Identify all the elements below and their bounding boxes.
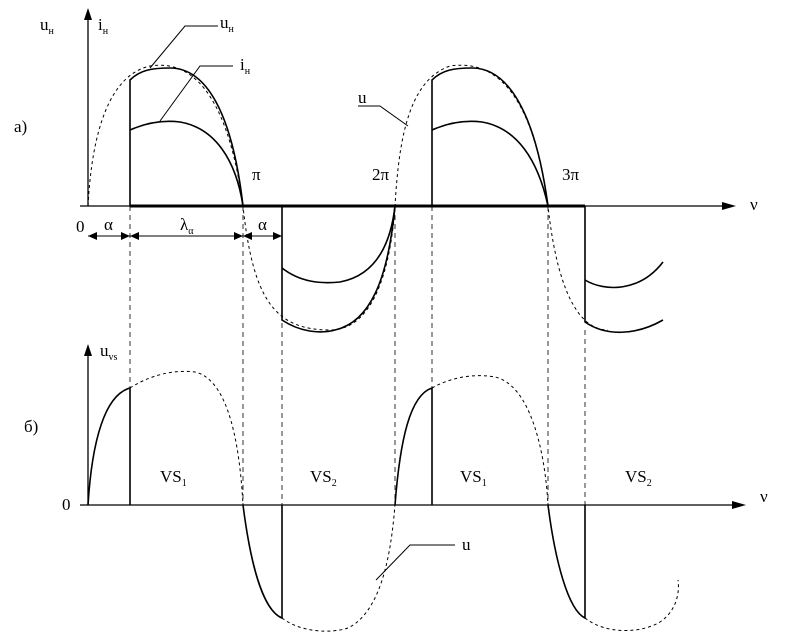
interval-label-vs2: VS2 [310, 467, 337, 489]
vs-voltage-rise-2 [394, 386, 433, 506]
alpha-interval-label: α [104, 215, 113, 234]
alpha-arrow-icon [88, 232, 97, 240]
panel-b-label: б) [24, 417, 38, 436]
panel-a-label: а) [14, 117, 27, 136]
panel-a-y-arrow-icon [84, 8, 92, 20]
tick-3pi: 3π [562, 165, 580, 184]
panel-a-source-voltage-u [87, 64, 609, 331]
interval-label-vs1: VS1 [160, 467, 187, 489]
panel-a-y-label-i: iн [98, 15, 109, 37]
alpha2-arrow-icon [273, 232, 282, 240]
panel-b-source-voltage-u-2 [431, 375, 549, 506]
vs-voltage-neg-2 [547, 504, 586, 620]
alpha2-interval-label: α [258, 215, 267, 234]
panel-a-y-label-u: uн [40, 15, 55, 37]
panel-b-source-voltage-u [129, 370, 244, 506]
panel-b-x-axis-symbol: ν [760, 487, 768, 506]
un-leader-line [149, 25, 218, 69]
panel-a-load-voltage-un-neg-2 [584, 206, 664, 334]
vs-voltage-rise-1 [87, 386, 131, 506]
source-u-leader-line [358, 105, 409, 127]
alpha-arrow-icon [121, 232, 130, 240]
panel-b-source-voltage-u-neg-2 [584, 579, 679, 631]
interval-label-vs2: VS2 [625, 467, 652, 489]
panel-a-x-axis-symbol: ν [750, 195, 758, 214]
panel-b: б) uvs 0 ν VS1 VS2 VS1 VS2 u [24, 341, 768, 632]
in-leader-line [159, 65, 233, 122]
interval-label-vs1: VS1 [460, 467, 487, 489]
panel-a: а) uн iн uн iн u ν 0 π 2π 3π α λα α [14, 8, 758, 505]
panel-a-load-current-in-neg-2 [584, 261, 664, 289]
tick-pi: π [252, 165, 261, 184]
panel-a-x-arrow-icon [722, 202, 736, 210]
panel-b-source-u-leader-line [375, 544, 455, 581]
panel-b-y-label: uvs [100, 341, 118, 363]
panel-b-x-arrow-icon [732, 501, 746, 509]
un-curve-label: uн [220, 13, 235, 35]
source-u-label: u [358, 88, 367, 107]
panel-a-load-voltage-un-1 [129, 67, 244, 207]
panel-a-load-voltage-un-2 [431, 67, 549, 207]
panel-b-y-arrow-icon [84, 344, 92, 356]
in-curve-label: iн [240, 55, 251, 77]
panel-b-source-voltage-u-neg [281, 504, 396, 632]
vs-voltage-neg-1 [242, 504, 283, 620]
panel-b-origin: 0 [62, 495, 71, 514]
panel-a-load-voltage-un-neg [281, 205, 396, 333]
lambda-arrow-icon [234, 232, 243, 240]
alpha2-arrow-icon [243, 232, 252, 240]
panel-a-load-current-in-1 [129, 120, 244, 207]
tick-2pi: 2π [372, 165, 390, 184]
panel-a-load-current-in-2 [431, 120, 549, 207]
lambda-interval-label: λα [180, 215, 194, 237]
panel-a-origin: 0 [76, 217, 85, 236]
panel-b-source-u-label: u [462, 535, 471, 554]
lambda-arrow-icon [130, 232, 139, 240]
panel-a-load-current-in-neg [281, 205, 396, 284]
